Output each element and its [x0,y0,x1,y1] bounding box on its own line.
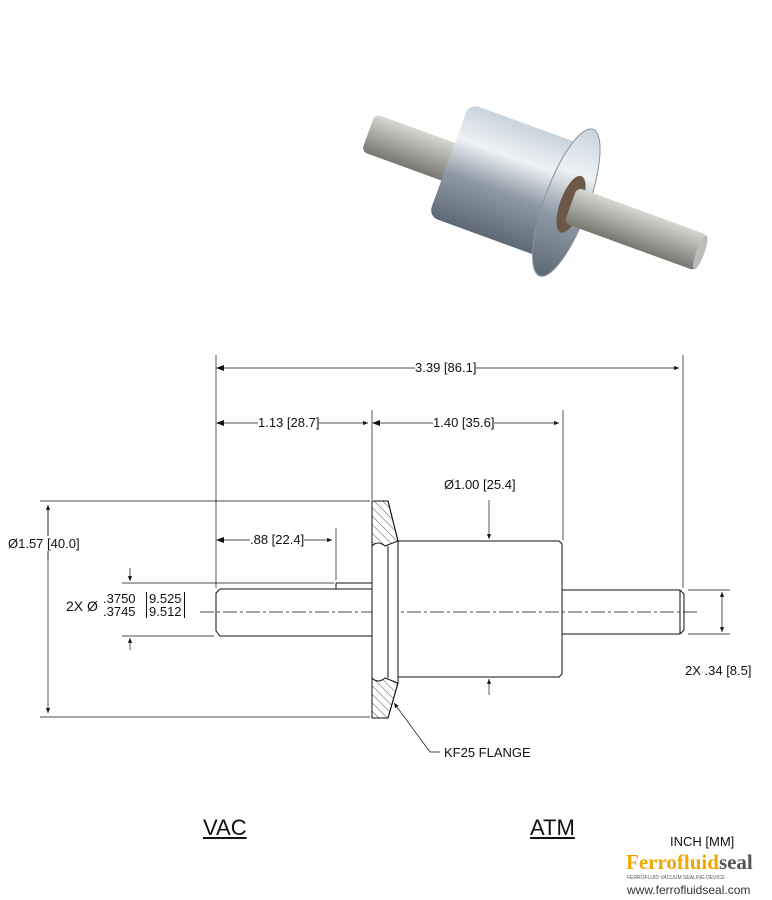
flange-callout: KF25 FLANGE [444,745,531,760]
housing-body [398,540,563,678]
vac-label: VAC [203,815,247,840]
product-3d-render [363,106,708,277]
logo-tagline: FERROFLUID VACUUM SEALING DEVICE [627,875,725,881]
ferrofluidseal-logo: Ferrofluidseal [626,852,753,873]
shaft-diameter-upper: .3750 [103,591,136,606]
shaft-diameter-prefix: 2X Ø [66,598,98,614]
shaft-flat-dim: 2X .34 [8.5] [685,663,752,678]
shaft-diameter-mm: 9.525 9.512 [146,592,185,618]
arrowheads [216,365,380,543]
atm-shaft [562,589,685,635]
shaft-diameter-lower: .3745 [103,604,136,619]
vac-shaft [215,588,372,637]
vac-length-dim: 1.13 [28.7] [258,415,320,430]
flange-diameter-dim: Ø1.57 [40.0] [8,536,80,551]
body-diameter-dim: Ø1.00 [25.4] [444,477,516,492]
shaft-diameter-mm-lower: 9.512 [149,604,182,619]
logo-brand-a: Ferrofluid [626,850,719,874]
shaft-step-dim: .88 [22.4] [250,532,305,547]
logo-brand-b: seal [718,850,753,874]
shaft-diameter-mm-upper: 9.525 [149,591,182,606]
website-url: www.ferrofluidseal.com [627,883,751,897]
units-label: INCH [MM] [670,834,735,849]
shaft-diameter-inch: .3750 .3745 [103,592,136,618]
orthographic-view [40,355,730,753]
atm-length-dim: 1.40 [35.6] [433,415,495,430]
overall-length-dim: 3.39 [86.1] [415,360,477,375]
atm-label: ATM [530,815,575,840]
